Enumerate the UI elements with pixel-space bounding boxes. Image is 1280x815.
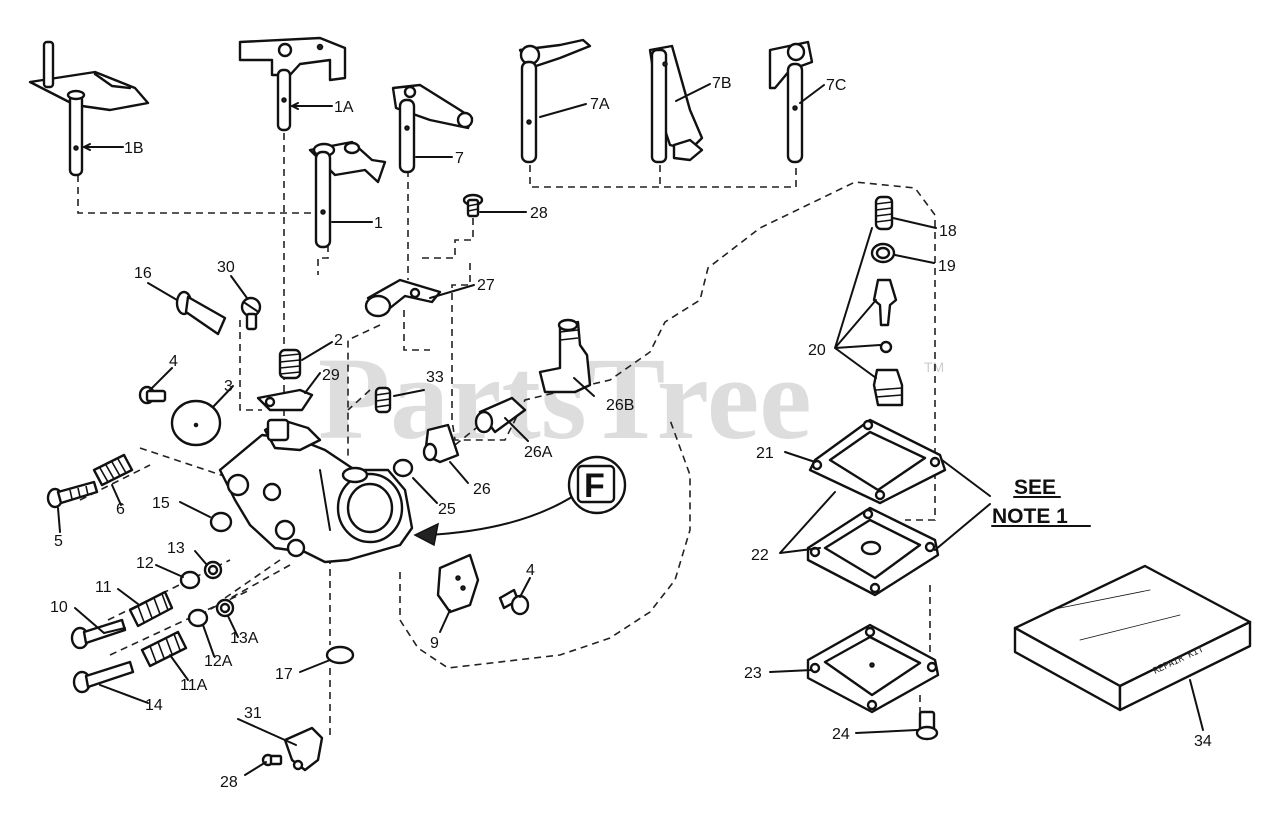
label-13: 13 <box>167 540 185 557</box>
label-2: 2 <box>334 332 343 349</box>
label-24: 24 <box>832 726 850 743</box>
label-31: 31 <box>244 705 262 722</box>
part-13-oring <box>203 560 223 580</box>
part-4-lower-screw <box>498 588 530 616</box>
label-33: 33 <box>426 369 444 386</box>
part-2-spring <box>278 348 302 380</box>
carburetor-body <box>218 418 414 564</box>
part-18-spring <box>874 195 894 231</box>
part-28-lower-screw <box>261 753 283 767</box>
label-26a: 26A <box>524 444 553 461</box>
part-12-washer <box>179 570 201 590</box>
part-7a-shaft <box>518 38 592 164</box>
part-1-shaft <box>308 140 387 249</box>
part-26a-fitting <box>474 396 527 434</box>
note-line-1: SEE <box>1014 476 1056 499</box>
part-34-repair-kit: REPAIR KIT <box>1013 564 1252 712</box>
part-12a-washer <box>187 608 209 628</box>
part-7b-shaft <box>648 44 704 164</box>
part-29-clip <box>256 388 314 412</box>
part-19-oring <box>870 242 896 264</box>
part-3-choke-plate <box>170 399 222 447</box>
part-10-needle <box>70 618 127 650</box>
part-11-spring <box>128 590 174 628</box>
label-4-top: 4 <box>169 353 178 370</box>
note-line-2: NOTE 1 <box>992 505 1068 528</box>
label-20: 20 <box>808 342 826 359</box>
label-21: 21 <box>756 445 774 462</box>
part-26-fitting <box>422 423 460 464</box>
label-1b: 1B <box>124 140 144 157</box>
label-1: 1 <box>374 215 383 232</box>
part-7-shaft <box>391 83 474 174</box>
label-26: 26 <box>473 481 491 498</box>
part-number-labels: 1B 1A 1 7 7A 7B 7C 28 18 19 20 16 30 27 … <box>50 75 1212 791</box>
leader-lines <box>57 83 1204 776</box>
part-24-screw <box>915 710 939 741</box>
label-28-lower: 28 <box>220 774 238 791</box>
label-19: 19 <box>938 258 956 275</box>
label-7a: 7A <box>590 96 610 113</box>
part-15-plug <box>209 511 233 533</box>
part-27-bracket <box>364 278 442 318</box>
see-note-callout: SEE NOTE 1 <box>991 476 1091 528</box>
part-6-spring <box>92 453 134 487</box>
label-27: 27 <box>477 277 495 294</box>
part-17-plug <box>325 645 355 665</box>
part-7c-shaft <box>768 40 814 164</box>
label-29: 29 <box>322 367 340 384</box>
part-13a-oring <box>215 598 235 618</box>
label-18: 18 <box>939 223 957 240</box>
part-16-shaft <box>175 290 227 336</box>
label-13a: 13A <box>230 630 259 647</box>
part-21-gasket <box>808 418 947 505</box>
part-1b-choke-shaft <box>28 40 150 177</box>
label-25: 25 <box>438 501 456 518</box>
part-22-diaphragm <box>806 506 940 597</box>
label-26b: 26B <box>606 397 634 414</box>
label-11: 11 <box>95 579 112 596</box>
part-11a-spring <box>140 630 188 668</box>
label-5: 5 <box>54 533 63 550</box>
label-34: 34 <box>1194 733 1212 750</box>
label-7: 7 <box>455 150 464 167</box>
detail-f-letter: F <box>584 467 605 505</box>
part-14-needle <box>72 660 135 694</box>
watermark-trademark: TM <box>924 359 944 375</box>
label-10: 10 <box>50 599 68 616</box>
label-30: 30 <box>217 259 235 276</box>
part-30-screw <box>240 296 262 331</box>
label-28-top: 28 <box>530 205 548 222</box>
label-12a: 12A <box>204 653 233 670</box>
detail-f-marker: F <box>413 455 627 547</box>
part-28-screw <box>462 193 484 218</box>
label-7c: 7C <box>826 77 846 94</box>
label-14: 14 <box>145 697 163 714</box>
label-1a: 1A <box>334 99 354 116</box>
part-31-clip <box>283 726 324 772</box>
label-17: 17 <box>275 666 293 683</box>
part-4-screw <box>138 385 167 405</box>
part-1a-throttle-shaft <box>238 36 347 132</box>
label-4-lower: 4 <box>526 562 535 579</box>
label-6: 6 <box>116 501 125 518</box>
label-12: 12 <box>136 555 154 572</box>
label-16: 16 <box>134 265 152 282</box>
part-25-plug <box>392 458 414 478</box>
part-33-plug <box>374 386 392 414</box>
part-23-pump-cover <box>806 623 940 714</box>
label-15: 15 <box>152 495 170 512</box>
part-5-screw <box>46 480 99 509</box>
label-22: 22 <box>751 547 769 564</box>
label-9: 9 <box>430 635 439 652</box>
part-9-throttle-plate <box>436 553 480 614</box>
label-11a: 11A <box>180 677 208 694</box>
part-26b-elbow-fitting <box>538 318 592 394</box>
label-23: 23 <box>744 665 762 682</box>
part-20-needle-valve <box>872 278 904 407</box>
label-7b: 7B <box>712 75 732 92</box>
label-3: 3 <box>224 378 233 395</box>
